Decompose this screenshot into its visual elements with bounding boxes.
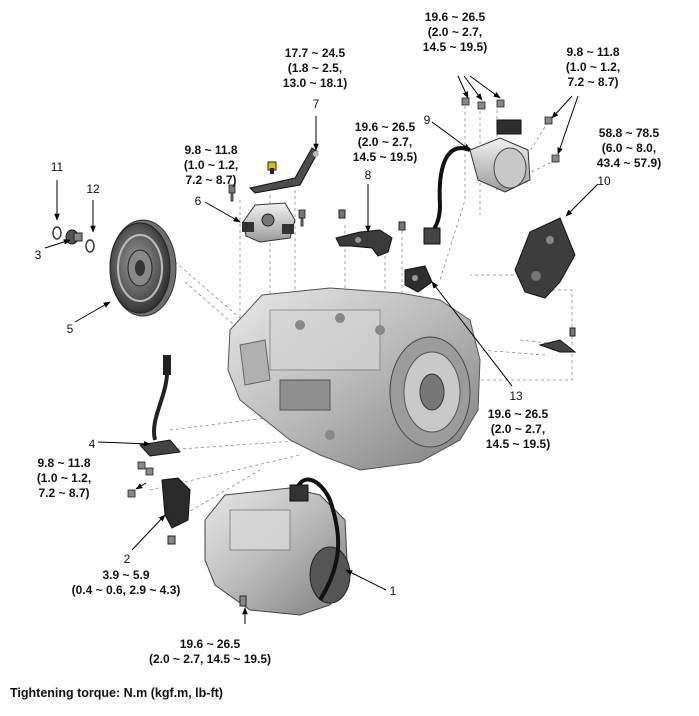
mount-bracket-part-10 <box>514 217 576 299</box>
torque-label-part-2: 3.9 ~ 5.9 (0.4 ~ 0.6, 2.9 ~ 4.3) <box>71 568 181 597</box>
torque-label-part-7: 17.7 ~ 24.5 (1.8 ~ 2.5, 13.0 ~ 18.1) <box>282 46 348 90</box>
callout-6: 6 <box>194 194 202 208</box>
callout-1: 1 <box>389 584 397 598</box>
sensor-part-13 <box>404 265 433 293</box>
leader-lines <box>44 75 599 624</box>
torque-label-part-9-bolts: 19.6 ~ 26.5 (2.0 ~ 2.7, 14.5 ~ 19.5) <box>422 10 488 54</box>
torque-label-part-10: 58.8 ~ 78.5 (6.0 ~ 8.0, 43.4 ~ 57.9) <box>596 126 662 170</box>
callout-2: 2 <box>123 552 131 566</box>
callout-7: 7 <box>312 97 320 111</box>
transmission-housing <box>227 287 481 471</box>
bracket-part-8 <box>335 209 406 257</box>
callout-12: 12 <box>86 182 100 196</box>
torque-unit-footer: Tightening torque: N.m (kgf.m, lb-ft) <box>10 686 223 700</box>
bolt-icons-part-6 <box>228 184 306 227</box>
pump-unit-part-1 <box>204 477 351 616</box>
bolt-icons-part-9 <box>461 97 560 163</box>
callout-10: 10 <box>597 174 611 188</box>
torque-label-part-13: 19.6 ~ 26.5 (2.0 ~ 2.7, 14.5 ~ 19.5) <box>485 407 551 451</box>
callout-4: 4 <box>88 437 96 451</box>
torque-label-part-4: 9.8 ~ 11.8 (1.0 ~ 1.2, 7.2 ~ 8.7) <box>36 456 92 500</box>
torque-label-part-6: 9.8 ~ 11.8 (1.0 ~ 1.2, 7.2 ~ 8.7) <box>183 143 239 187</box>
torque-label-part-8: 19.6 ~ 26.5 (2.0 ~ 2.7, 14.5 ~ 19.5) <box>352 120 418 164</box>
callout-13: 13 <box>509 389 523 403</box>
inhibitor-switch-part-6 <box>242 202 296 243</box>
callout-8: 8 <box>364 168 372 182</box>
callout-3: 3 <box>34 248 42 262</box>
ring-part-12 <box>85 239 95 253</box>
lever-bracket-part-7 <box>249 147 319 194</box>
bolt-icons-part-4 <box>127 461 154 498</box>
seal-part-3 <box>65 229 83 245</box>
clip-bracket <box>538 327 577 353</box>
torque-label-part-9-side-bolts: 9.8 ~ 11.8 (1.0 ~ 1.2, 7.2 ~ 8.7) <box>565 45 621 89</box>
callout-11: 11 <box>50 160 64 174</box>
callout-5: 5 <box>66 322 74 336</box>
callout-9: 9 <box>423 113 431 127</box>
torque-label-part-1: 19.6 ~ 26.5 (2.0 ~ 2.7, 14.5 ~ 19.5) <box>148 637 272 666</box>
clutch-assembly-part-5 <box>109 219 177 317</box>
shift-lever-part-4 <box>139 355 181 457</box>
ring-part-11 <box>52 226 62 240</box>
bracket-part-2 <box>161 477 191 545</box>
actuator-part-9 <box>423 119 531 245</box>
